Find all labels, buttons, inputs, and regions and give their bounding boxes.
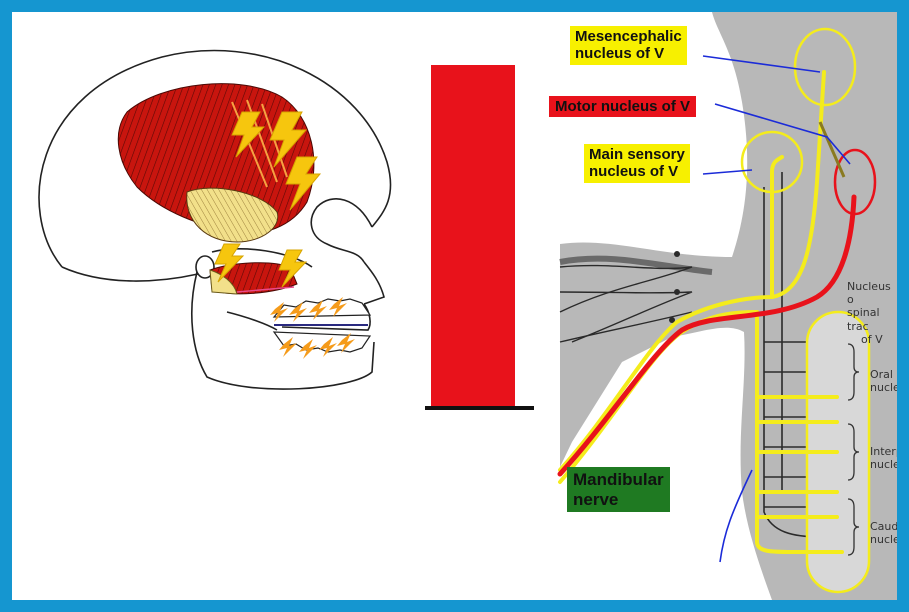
activity-bar [425, 65, 534, 408]
mandibular-nerve-label: Mandibular nerve [567, 467, 670, 512]
figure-frame: Mesencephalic nucleus of V Motor nucleus… [12, 12, 897, 600]
main-sensory-nucleus-label: Main sensory nucleus of V [584, 144, 690, 183]
oral-line-1: Oral [870, 368, 897, 381]
caudal-line-2: nucle [870, 533, 897, 546]
interpolar-nucleus-label: Interp nucle [870, 445, 897, 471]
interpolar-line-2: nucle [870, 458, 897, 471]
trigeminal-diagram [12, 12, 897, 600]
oral-nucleus-label: Oral nucle [870, 368, 897, 394]
spinal-tract-line-1: Nucleus o [847, 280, 897, 306]
spinal-tract-line-2: spinal trac [847, 306, 897, 332]
spinal-tract-label: Nucleus o spinal trac of V [847, 280, 897, 346]
oral-line-2: nucle [870, 381, 897, 394]
mesencephalic-line-2: nucleus of V [575, 45, 682, 62]
mesencephalic-nucleus-label: Mesencephalic nucleus of V [570, 26, 687, 65]
mandibular-line-1: Mandibular [573, 470, 664, 490]
temporalis-muscle [118, 84, 314, 242]
mandibular-line-2: nerve [573, 490, 664, 510]
caudal-nucleus-label: Cauda nucle [870, 520, 897, 546]
main-sensory-line-2: nucleus of V [589, 163, 685, 180]
main-sensory-line-1: Main sensory [589, 146, 685, 163]
spinal-tract-line-3: of V [847, 333, 897, 346]
motor-nucleus-label: Motor nucleus of V [549, 96, 696, 117]
mesencephalic-line-1: Mesencephalic [575, 28, 682, 45]
red-bar [431, 65, 515, 407]
interpolar-line-1: Interp [870, 445, 897, 458]
caudal-line-1: Cauda [870, 520, 897, 533]
